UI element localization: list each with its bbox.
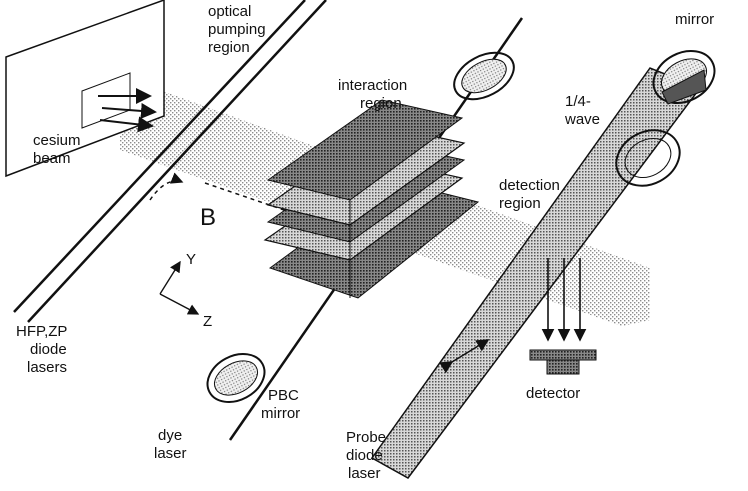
label-hfp-zp-lasers: HFP,ZP diode lasers — [16, 323, 71, 376]
pumping-laser-line-2 — [27, 0, 327, 323]
label-b-field: B — [200, 204, 216, 231]
pbc-mirror-lens — [206, 353, 266, 403]
interaction-plates — [263, 99, 480, 299]
label-optical-pumping: optical pumping region — [208, 3, 270, 56]
quarter-wave-plate — [615, 129, 681, 187]
mirror — [652, 50, 716, 105]
label-dye-laser: dye laser — [154, 427, 187, 462]
label-axis-y: Y — [186, 251, 196, 268]
label-axis-z: Z — [203, 313, 212, 330]
label-mirror: mirror — [675, 11, 714, 28]
upper-lens — [453, 51, 515, 101]
label-probe-laser: Probe diode laser — [346, 429, 390, 482]
label-cesium-beam: cesium beam — [33, 132, 85, 167]
label-quarter-wave: 1/4- wave — [564, 93, 600, 128]
label-detection-region: detection region — [499, 177, 564, 212]
label-interaction-region: interaction region — [338, 77, 411, 112]
probe-motion-arrow — [439, 339, 490, 374]
coordinate-axes — [159, 260, 200, 315]
detection-arrows — [541, 258, 587, 342]
label-detector: detector — [526, 385, 580, 402]
cesium-oven-panel — [5, 0, 165, 178]
pumping-laser-line-1 — [13, 0, 306, 313]
label-pbc-mirror: PBC mirror — [261, 387, 303, 422]
detector — [529, 349, 597, 375]
